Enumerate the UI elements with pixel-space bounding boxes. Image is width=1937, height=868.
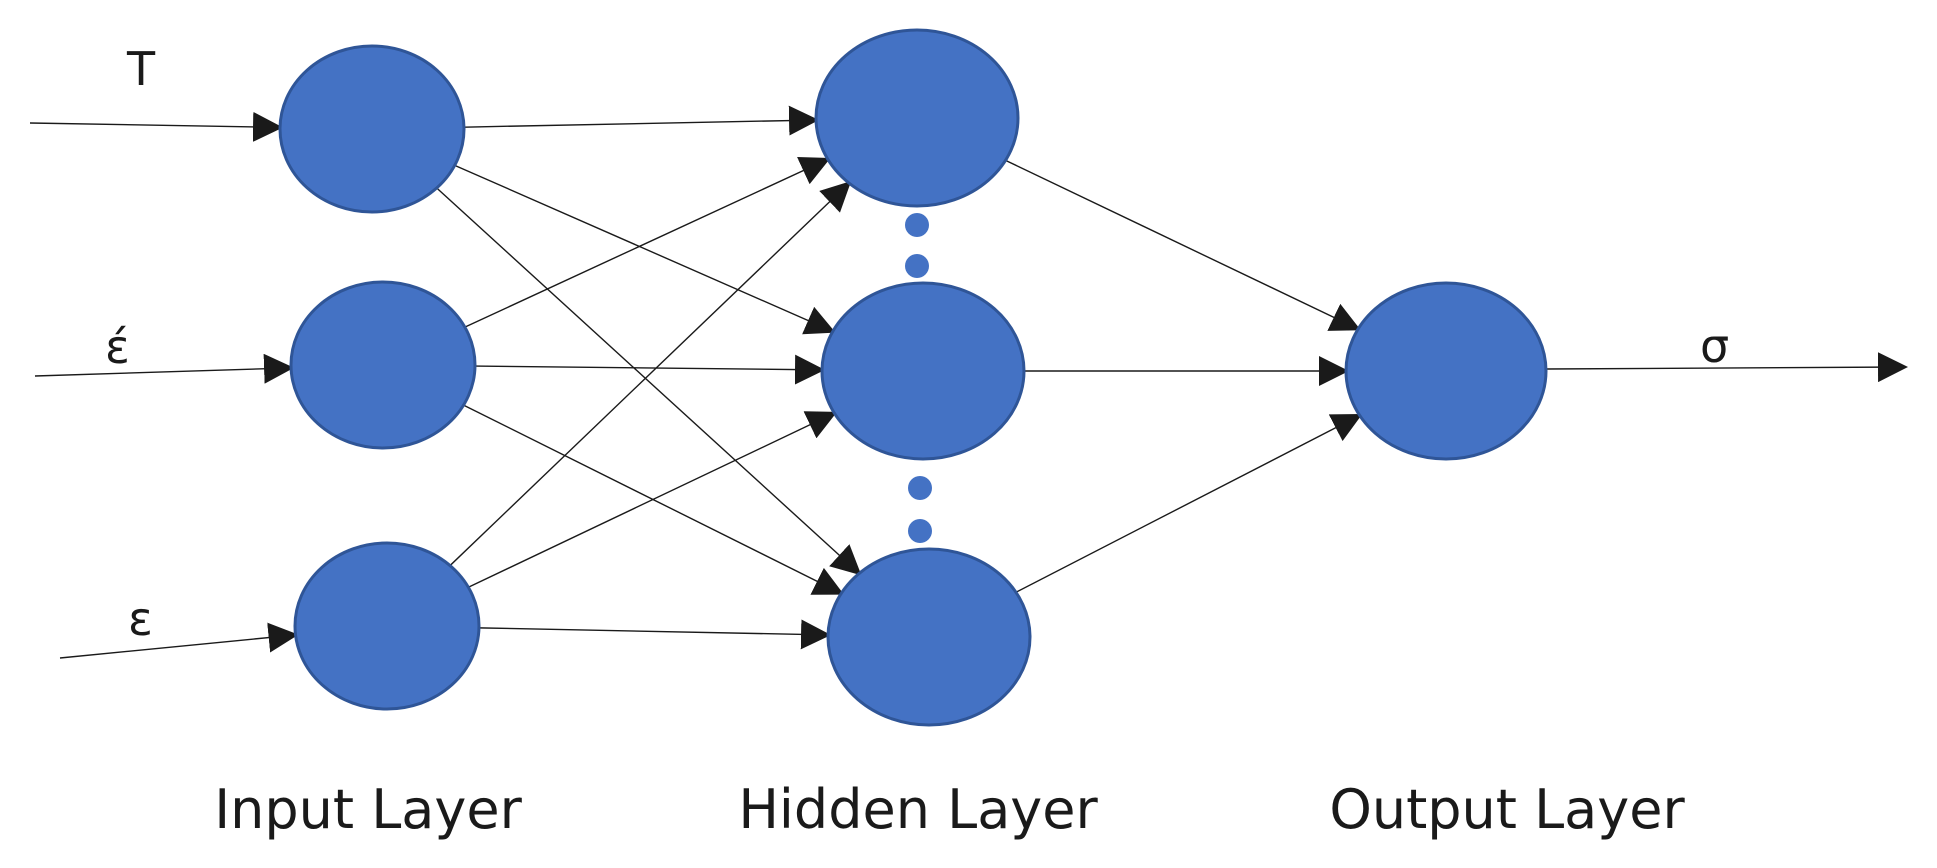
edge-input1-hidden2	[454, 164, 836, 335]
neurons	[278, 28, 1548, 727]
hidden-ellipsis-dot-4	[908, 519, 932, 543]
edge-input2-hidden2	[474, 354, 826, 385]
output-layer-label: Output Layer	[1329, 778, 1685, 841]
input-label-strain-rate: έ	[105, 320, 130, 374]
input-label-strain: ε	[128, 592, 153, 646]
output-label-stress: σ	[1700, 319, 1729, 373]
input-arrow-1	[29, 111, 284, 142]
input-node-strain	[293, 541, 481, 711]
output-arrow	[1545, 352, 1908, 383]
input-label-t: T	[126, 42, 156, 96]
edge-input3-hidden2	[468, 411, 838, 588]
edge-input3-hidden1	[449, 181, 852, 567]
hidden-node-3	[826, 547, 1032, 727]
hidden-layer-label: Hidden Layer	[738, 778, 1098, 841]
hidden-node-2	[820, 281, 1026, 461]
edge-hidden1-output	[1005, 159, 1361, 331]
hidden-ellipsis-dot-3	[908, 476, 932, 500]
input-node-strain-rate	[289, 280, 477, 450]
input-layer-label: Input Layer	[214, 778, 522, 841]
input-arrow-3	[59, 622, 299, 659]
input-node-t	[278, 44, 466, 214]
hidden-ellipsis-dot-1	[905, 213, 929, 237]
output-node	[1344, 281, 1548, 461]
hidden-node-1	[814, 28, 1020, 208]
edge-input2-hidden1	[464, 156, 831, 328]
connections	[29, 105, 1908, 659]
edge-hidden3-output	[1015, 414, 1363, 593]
edge-input3-hidden3	[478, 619, 832, 650]
hidden-ellipsis-dot-2	[905, 254, 929, 278]
edge-input1-hidden3	[436, 187, 862, 576]
edge-input1-hidden1	[463, 105, 820, 136]
input-arrow-2	[34, 353, 295, 384]
